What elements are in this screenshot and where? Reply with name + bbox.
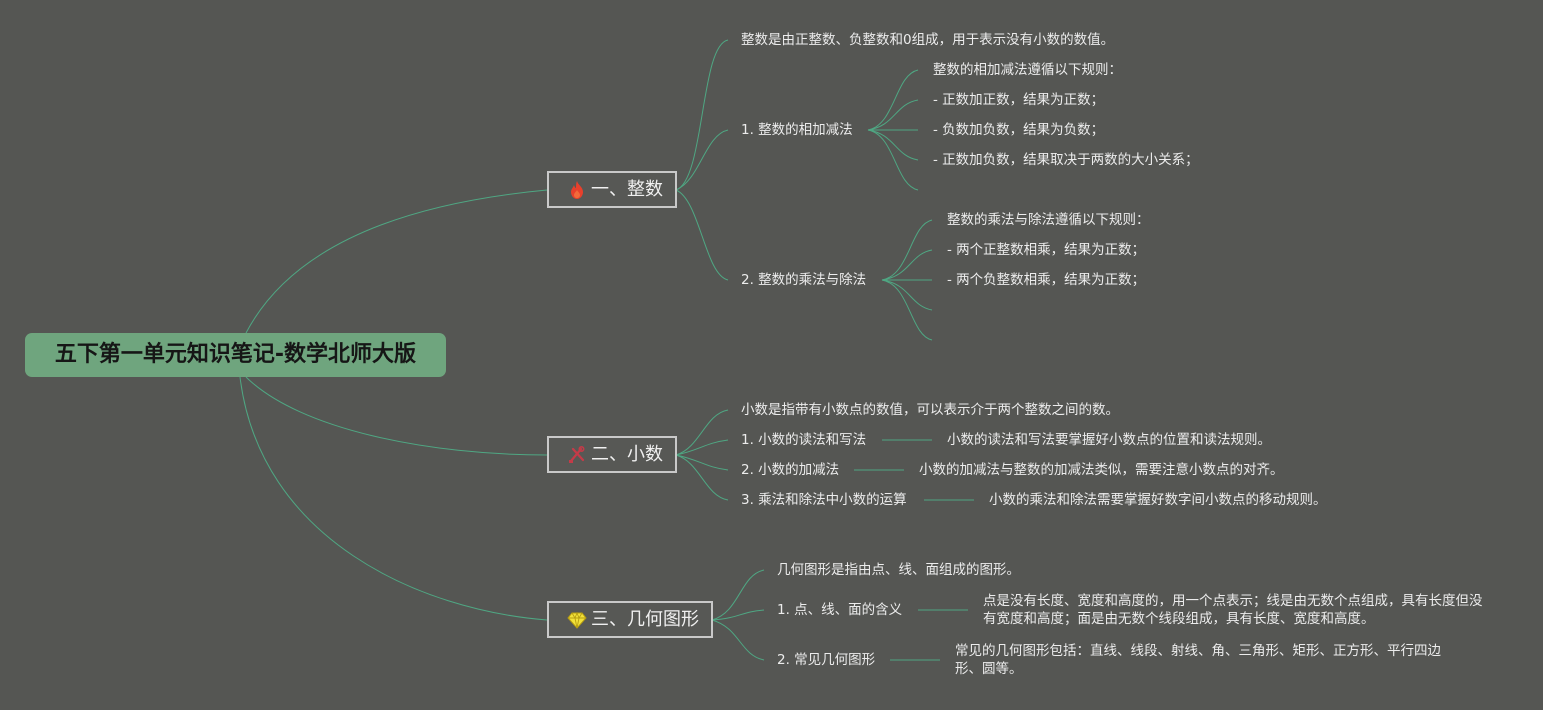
detail-text[interactable]: - 两个正整数相乘，结果为正数；	[947, 242, 1146, 258]
detail-text[interactable]: 常见的几何图形包括：直线、线段、射线、角、三角形、矩形、正方形、平行四边形、圆等…	[955, 643, 1441, 677]
topic-integers[interactable]: 一、整数	[547, 171, 677, 208]
connector-s1-item2	[675, 189, 729, 281]
subtopic-integer-mul-div[interactable]: 2. 整数的乘法与除法	[741, 272, 867, 288]
topic-label: 一、整数	[591, 179, 663, 200]
subtopic-integer-add-sub[interactable]: 1. 整数的相加减法	[741, 122, 853, 138]
detail-text[interactable]: 小数的乘法和除法需要掌握好数字间小数点的移动规则。	[989, 492, 1327, 508]
topic-geometry-intro[interactable]: 几何图形是指由点、线、面组成的图形。	[777, 562, 1020, 578]
detail-text[interactable]: - 两个负整数相乘，结果为正数；	[947, 272, 1146, 288]
connector-s2-item2	[675, 454, 729, 471]
topic-decimals[interactable]: 二、小数	[547, 436, 677, 473]
topic-decimals-intro[interactable]: 小数是指带有小数点的数值，可以表示介于两个整数之间的数。	[741, 402, 1119, 418]
detail-text[interactable]: 小数的加减法与整数的加减法类似，需要注意小数点的对齐。	[919, 462, 1284, 478]
subtopic-common-shapes[interactable]: 2. 常见几何图形	[777, 652, 876, 668]
root-topic[interactable]: 五下第一单元知识笔记-数学北师大版	[25, 333, 446, 377]
connector-s3-intro	[711, 569, 765, 621]
detail-text[interactable]: 点是没有长度、宽度和高度的，用一个点表示；线是由无数个点组成，具有长度但没有宽度…	[983, 593, 1483, 627]
connector-s2-item3	[675, 454, 729, 501]
connector-s1-intro	[675, 39, 729, 191]
subtopic-decimal-read-write[interactable]: 1. 小数的读法和写法	[741, 432, 867, 448]
connector-root-s1	[245, 189, 548, 334]
topic-geometry[interactable]: 三、几何图形	[547, 601, 713, 638]
diamond-icon	[567, 610, 587, 630]
topic-label: 三、几何图形	[591, 609, 699, 630]
connector-root-s3	[239, 376, 548, 621]
connector-s3-item2	[711, 619, 765, 661]
connector-s2-item1	[675, 439, 729, 456]
topic-label: 二、小数	[591, 444, 663, 465]
detail-text[interactable]: 整数的相加减法遵循以下规则：	[933, 62, 1122, 78]
connector-s1-item1	[675, 129, 729, 191]
subtopic-point-line-plane[interactable]: 1. 点、线、面的含义	[777, 602, 903, 618]
subtopic-decimal-add-sub[interactable]: 2. 小数的加减法	[741, 462, 840, 478]
detail-text[interactable]: - 负数加负数，结果为负数；	[933, 122, 1105, 138]
connector-s3-item1	[711, 609, 765, 621]
connector-root-s2	[245, 376, 548, 456]
topic-integers-intro[interactable]: 整数是由正整数、负整数和0组成，用于表示没有小数的数值。	[741, 32, 1115, 48]
detail-text[interactable]: - 正数加正数，结果为正数；	[933, 92, 1105, 108]
detail-text[interactable]: 小数的读法和写法要掌握好小数点的位置和读法规则。	[947, 432, 1271, 448]
detail-text[interactable]: - 正数加负数，结果取决于两数的大小关系；	[933, 152, 1199, 168]
connector-s2-intro	[675, 409, 729, 456]
tools-icon	[567, 445, 587, 465]
fire-icon	[567, 180, 587, 200]
subtopic-decimal-mul-div[interactable]: 3. 乘法和除法中小数的运算	[741, 492, 907, 508]
detail-text[interactable]: 整数的乘法与除法遵循以下规则：	[947, 212, 1150, 228]
